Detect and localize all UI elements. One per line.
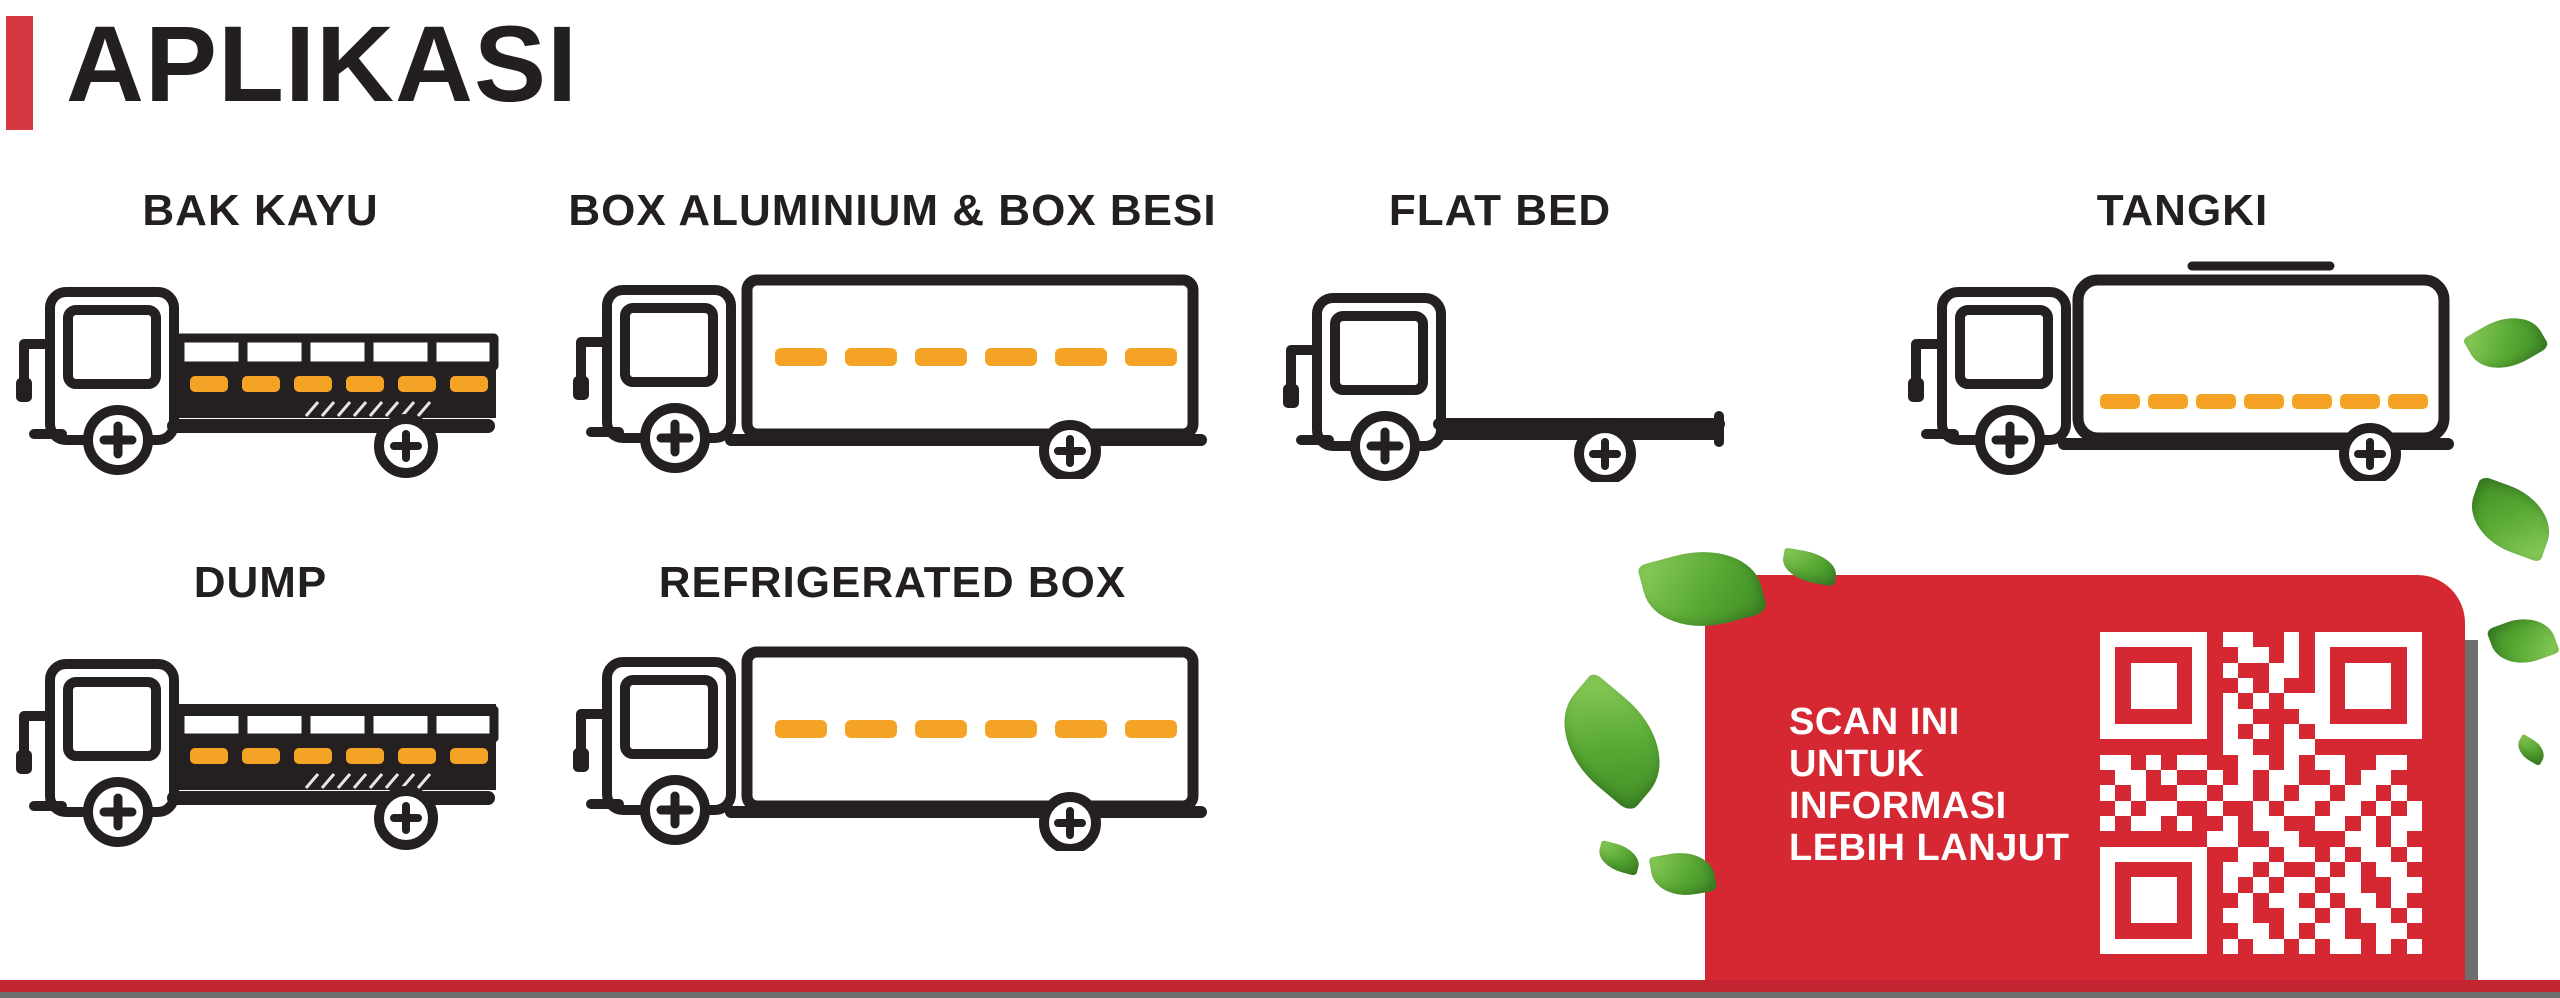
- truck-illustration-bak-kayu: [16, 287, 499, 478]
- truck-illustration-flat-bed: [1283, 293, 1725, 482]
- footer-gray-stripe: [0, 992, 2560, 998]
- footer-red-stripe: [0, 980, 2560, 992]
- application-label-flat-bed: FLAT BED: [1388, 186, 1612, 235]
- title-accent-bar: [6, 16, 33, 130]
- leaf-icon: [2459, 475, 2560, 563]
- truck-illustration-dump: [16, 659, 499, 850]
- scan-info-text: SCAN INI UNTUK INFORMASI LEBIH LANJUT: [1789, 701, 2070, 869]
- leaf-icon: [2513, 733, 2549, 767]
- application-label-bak-kayu: BAK KAYU: [142, 186, 379, 235]
- leaf-icon: [2462, 303, 2550, 383]
- application-label-box-aluminium-besi: BOX ALUMINIUM & BOX BESI: [568, 186, 1217, 235]
- application-label-tangki: TANGKI: [2096, 186, 2269, 235]
- leaf-icon: [1595, 840, 1643, 876]
- truck-illustration-box-aluminium-besi: [573, 274, 1207, 479]
- qr-code: [2100, 632, 2422, 954]
- truck-illustration-tangki: [1908, 261, 2454, 481]
- scan-info-card: SCAN INI UNTUK INFORMASI LEBIH LANJUT: [1705, 575, 2465, 998]
- application-label-refrigerated-box: REFRIGERATED BOX: [658, 558, 1127, 607]
- page-title: APLIKASI: [66, 3, 579, 124]
- card-shadow: [2465, 640, 2478, 998]
- application-label-dump: DUMP: [193, 558, 328, 607]
- truck-illustration-refrigerated-box: [573, 646, 1207, 851]
- leaf-icon: [1538, 671, 1686, 814]
- leaf-icon: [2486, 608, 2560, 674]
